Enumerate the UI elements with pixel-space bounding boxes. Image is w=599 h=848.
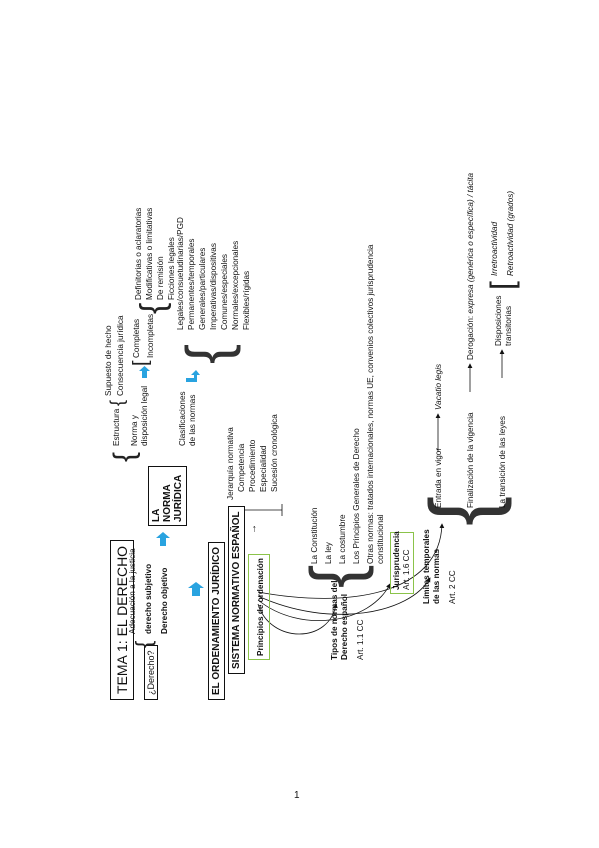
clasificacion-item-4: Imperativas/dispositivas: [209, 243, 218, 330]
principio-item-3: Procedimiento: [248, 439, 257, 492]
incompletas-item-3: De remisión: [156, 256, 165, 300]
derogacion-prefix: Derogación:: [466, 313, 475, 360]
brace: {: [108, 451, 141, 462]
curved-arrow-icon: [257, 603, 338, 635]
consecuencia-text: Consecuencia jurídica: [116, 315, 125, 396]
subjetivo-text: derecho subjetivo: [144, 563, 153, 634]
clasificacion-item-3: Generales/particulares: [198, 247, 207, 330]
retroactividad-text: Retroactividad (grados): [506, 190, 515, 276]
norma-juridica-text: LA NORMA JURÍDICA: [151, 474, 184, 522]
principios-box: Principios de ordenación: [248, 554, 270, 660]
derogacion-rest: expresa (genérica o específica) / tácita: [466, 172, 475, 314]
principio-item-2: Competencia: [237, 443, 246, 492]
ordenamiento-text: EL ORDENAMIENTO JURÍDICO: [211, 547, 222, 695]
brace: [: [130, 360, 152, 366]
jurisprudencia-text: Jurisprudencia: [392, 531, 401, 590]
finalizacion-text: Finalización de la vigencia: [466, 412, 475, 508]
principio-item-1: Jerarquía normativa: [226, 427, 235, 500]
otras-text-1: Otras normas: tratados internacionales, …: [366, 244, 375, 564]
incompletas-item-2: Modificativas o limitativas: [145, 207, 154, 300]
fuente-item-2: La ley: [324, 542, 333, 564]
adecuacion-text: Adecuación a la justicia: [128, 548, 137, 634]
fuente-item-1: La Constitución: [310, 507, 319, 564]
derogacion-text: Derogación: expresa (genérica o específi…: [466, 173, 476, 360]
supuesto-text: Supuesto de hecho: [104, 325, 113, 396]
curved-arrow-icon: [257, 583, 391, 621]
norma-disposicion-text-2: disposición legal: [140, 385, 149, 446]
clasificacion-item-2: Permanentes/temporales: [187, 238, 196, 330]
sistema-text: SISTEMA NORMATIVO ESPAÑOL: [231, 511, 242, 669]
disposiciones-text-1: Disposiciones: [494, 295, 503, 346]
entrada-text: Entrada en vigor: [434, 447, 443, 508]
curved-arrow-icon: [257, 523, 445, 599]
completas-text: Completas: [132, 318, 141, 358]
limites-text-2: de las normas: [432, 548, 441, 604]
clasificaciones-text-1: Clasificaciones: [178, 391, 187, 446]
jurisprudencia-box: Jurisprudencia Art. 1.6 CC: [390, 531, 414, 594]
vacatio-text: Vacatio legis: [434, 363, 443, 410]
page-number: 1: [294, 790, 300, 801]
principios-text: Principios de ordenación: [256, 558, 265, 656]
derecho-question: ¿Derecho?: [146, 650, 156, 695]
objetivo-text: Derecho objetivo: [160, 567, 169, 634]
fuente-item-3: La costumbre: [338, 514, 347, 564]
clasificaciones-text-2: de las normas: [188, 394, 197, 446]
arrow-corner-icon: [186, 370, 200, 384]
tipos-text-1: Tipos de normas del: [330, 580, 339, 660]
arrow-right-icon: [139, 366, 150, 378]
sistema-box: SISTEMA NORMATIVO ESPAÑOL: [228, 506, 245, 674]
norma-juridica-box: LA NORMA JURÍDICA: [148, 466, 187, 526]
clasificacion-item-1: Legales/consuetudinarias/PGD: [176, 217, 185, 330]
fuente-item-4: Los Principios Generales de Derecho: [352, 428, 361, 564]
norma-disposicion-text-1: Norma y: [130, 415, 139, 446]
otras-text-2: constitucional: [376, 514, 385, 564]
limites-text-1: Límites temporales: [422, 529, 431, 604]
disposiciones-text-2: transitorias: [504, 305, 513, 346]
brace: {: [107, 399, 127, 406]
clasificacion-item-7: Flexibles/rígidas: [242, 270, 251, 330]
clasificacion-item-5: Comunes/especiales: [220, 253, 229, 330]
principios-arrow: →: [248, 524, 259, 534]
brace: [: [484, 281, 520, 290]
curved-arrow-icon: [257, 577, 431, 615]
principio-item-4: Especialidad: [259, 445, 268, 492]
tipos-text-2: Derecho español: [340, 594, 349, 660]
brace: {: [131, 640, 156, 648]
ordenamiento-box: EL ORDENAMIENTO JURÍDICO: [208, 542, 225, 700]
clasificacion-item-6: Normales/excepcionales: [231, 240, 240, 330]
art-16-text: Art. 1.6 CC: [402, 549, 411, 591]
art-2-text: Art. 2 CC: [448, 570, 457, 604]
derecho-question-box: ¿Derecho?: [144, 645, 158, 700]
principio-item-5: Sucesión cronológica: [270, 414, 279, 492]
brace: {: [296, 564, 374, 588]
incompletas-text: Incompletas: [146, 313, 155, 358]
brace: {: [413, 495, 513, 526]
connector-lines: [228, 349, 505, 635]
brace: {: [134, 302, 172, 314]
art-11-text: Art. 1.1 CC: [356, 619, 365, 661]
brace: {: [174, 343, 241, 364]
arrow-down-icon: [188, 582, 204, 596]
incompletas-item-1: Definitorias o aclaratorias: [134, 207, 143, 300]
concept-map: TEMA 1: EL DERECHO ¿Derecho? { Adecuació…: [100, 144, 530, 704]
estructura-text: Estructura: [112, 408, 121, 446]
arrow-right-icon: [156, 532, 170, 546]
transicion-text: La transición de las leyes: [498, 416, 507, 508]
irretroactividad-text: Irretroactividad: [490, 221, 499, 276]
